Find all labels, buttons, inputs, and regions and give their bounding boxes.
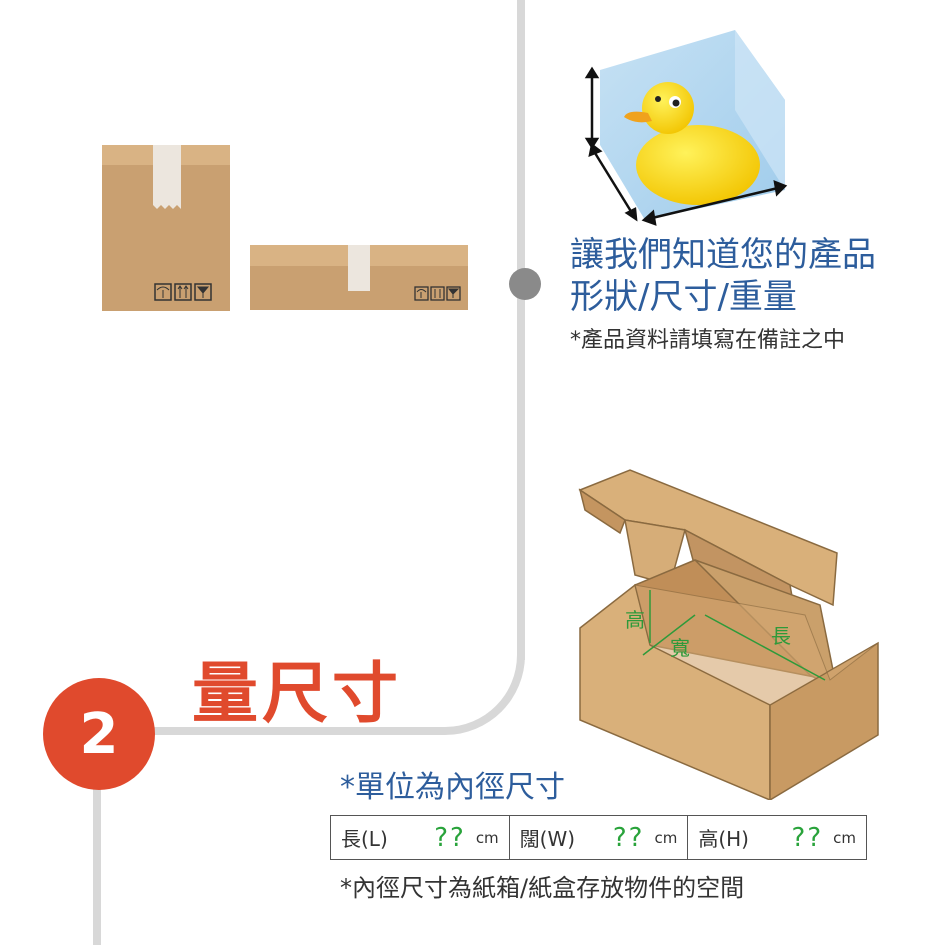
duck-in-cube-illustration (584, 30, 788, 226)
intro-heading-line2: 形狀/尺寸/重量 (570, 277, 797, 317)
dimension-unit: cm (833, 828, 857, 847)
dimension-unit: cm (475, 828, 499, 847)
dimension-table: 長(L) ?? cm 闊(W) ?? cm 高(H) ?? cm (330, 815, 867, 860)
dimension-label: 高(H) (698, 827, 749, 851)
intro-note: *產品資料請填寫在備註之中 (570, 328, 846, 353)
bottom-note: *內徑尺寸為紙箱/紙盒存放物件的空間 (340, 874, 745, 902)
timeline-dot (509, 268, 541, 300)
intro-heading: 讓我們知道您的產品 形狀/尺寸/重量 (570, 234, 876, 318)
box-width-label: 寬 (670, 636, 690, 660)
dimension-label: 長(L) (341, 827, 388, 851)
unit-note: *單位為內徑尺寸 (340, 770, 565, 805)
step-title: 量尺寸 (192, 655, 402, 732)
intro-heading-line1: 讓我們知道您的產品 (570, 235, 876, 275)
handling-symbols-icon (414, 286, 461, 301)
dimension-unit: cm (654, 828, 678, 847)
dimension-cell-height: 高(H) ?? cm (688, 816, 866, 859)
handling-symbols-icon (154, 283, 212, 301)
dimension-value: ?? (612, 822, 645, 853)
cardboard-boxes-illustration (102, 145, 468, 311)
dimension-value: ?? (791, 822, 824, 853)
timeline-line-lower (93, 760, 101, 945)
timeline-line (517, 0, 525, 660)
dimension-cell-length: 長(L) ?? cm (331, 816, 510, 859)
open-box-illustration: 高 寬 長 (578, 469, 879, 800)
dimension-cell-width: 闊(W) ?? cm (510, 816, 689, 859)
timeline-curve (140, 555, 525, 735)
box-height-label: 高 (625, 608, 645, 632)
step-number-badge: 2 (43, 678, 155, 790)
box-length-label: 長 (771, 624, 791, 648)
rubber-duck-icon (624, 82, 760, 205)
dimension-value: ?? (434, 822, 466, 853)
dimension-label: 闊(W) (519, 827, 576, 851)
